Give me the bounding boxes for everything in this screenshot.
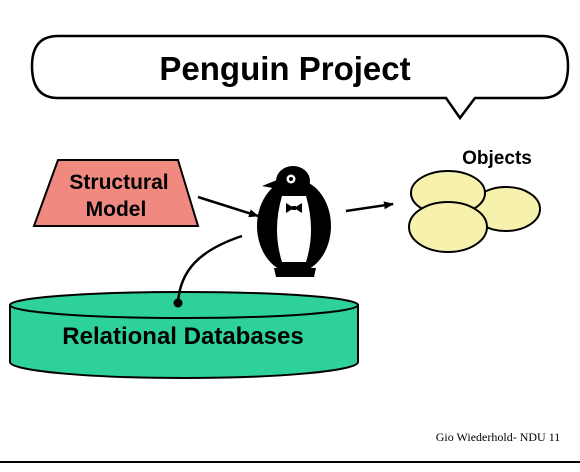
relational-databases-cylinder: Relational Databases (9, 291, 359, 379)
arrow-model-to-penguin (197, 195, 259, 218)
title-bubble: Penguin Project (30, 34, 570, 121)
structural-model-label-line2: Model (86, 198, 147, 221)
objects-label: Objects (462, 148, 532, 169)
cylinder-top (9, 291, 359, 319)
footer-credit: Gio Wiederhold- NDU 11 (436, 430, 561, 444)
speech-bubble-shape (30, 34, 570, 121)
database-label: Relational Databases (62, 323, 303, 350)
penguin-icon (257, 166, 331, 277)
objects-cluster (408, 170, 541, 253)
structural-model-label-line1: Structural (69, 171, 168, 194)
connector-dot (173, 298, 183, 308)
structural-model-trapezoid (32, 159, 200, 227)
slide-title: Penguin Project (159, 50, 410, 87)
object-ellipse-bottom (408, 201, 488, 253)
structural-model-box: Structural Model (32, 159, 200, 227)
db-to-penguin-connector (176, 234, 243, 304)
arrow-penguin-to-objects (345, 201, 394, 213)
cylinder-body (9, 304, 359, 379)
